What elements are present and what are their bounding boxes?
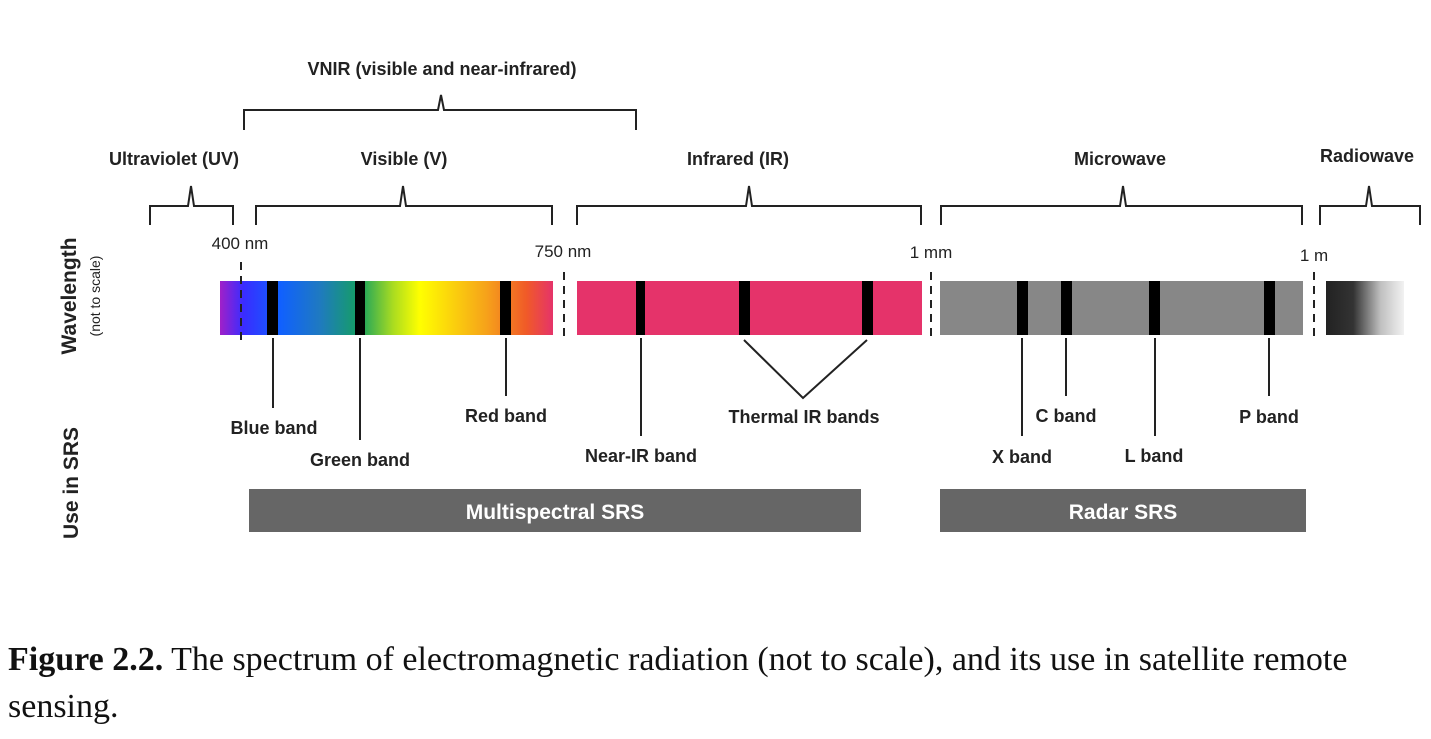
thermal-ir-bands-label: Thermal IR bands [728, 407, 879, 427]
radiowave-brace [1319, 185, 1421, 225]
green-band-marker [355, 281, 365, 335]
thermal-ir-band-marker-1 [739, 281, 750, 335]
wavelength-axis-label: Wavelength [58, 237, 81, 354]
near-ir-band-marker [636, 281, 645, 335]
microwave-label: Microwave [1074, 149, 1166, 169]
microwave-brace [940, 185, 1303, 225]
thermal-ir-band-marker-2 [862, 281, 873, 335]
wavelength-1mm: 1 mm [910, 243, 953, 262]
visible-brace [255, 185, 553, 225]
figure-number: Figure 2.2. [8, 641, 164, 678]
infrared-brace [576, 185, 922, 225]
uv-label: Ultraviolet (UV) [109, 149, 239, 169]
l-band-marker [1149, 281, 1160, 335]
near-ir-band-label: Near-IR band [585, 446, 697, 466]
x-band-marker [1017, 281, 1028, 335]
green-band-label: Green band [310, 450, 410, 470]
blue-band-label: Blue band [230, 418, 317, 438]
radar-srs-bar [940, 489, 1306, 532]
radiowave-spectrum-bar [1326, 281, 1404, 335]
uv-brace [149, 185, 234, 225]
vnir-brace [243, 94, 637, 130]
caption-text: The spectrum of electromagnetic radiatio… [8, 641, 1348, 725]
use-in-srs-axis-label: Use in SRS [60, 427, 83, 539]
figure-caption: Figure 2.2. The spectrum of electromagne… [8, 636, 1408, 730]
p-band-marker [1264, 281, 1275, 335]
thermal-ir-pointer [743, 339, 868, 400]
vnir-label: VNIR (visible and near-infrared) [307, 59, 576, 79]
red-band-marker [500, 281, 511, 335]
wavelength-1m: 1 m [1300, 246, 1328, 265]
wavelength-750nm: 750 nm [535, 242, 592, 261]
multispectral-srs-bar [249, 489, 861, 532]
c-band-label: C band [1036, 406, 1097, 426]
x-band-label: X band [992, 447, 1052, 467]
p-band-label: P band [1239, 407, 1299, 427]
red-band-label: Red band [465, 406, 547, 426]
not-to-scale-label: (not to scale) [87, 256, 103, 337]
visible-label: Visible (V) [361, 149, 448, 169]
blue-band-marker [267, 281, 278, 335]
radar-srs-label: Radar SRS [1069, 501, 1178, 524]
l-band-label: L band [1125, 446, 1184, 466]
microwave-spectrum-bar [940, 281, 1303, 335]
infrared-label: Infrared (IR) [687, 149, 789, 169]
radiowave-label: Radiowave [1320, 146, 1414, 166]
em-spectrum-diagram: VNIR (visible and near-infrared) Ultravi… [58, 59, 1421, 539]
multispectral-srs-label: Multispectral SRS [466, 501, 645, 524]
wavelength-400nm: 400 nm [212, 234, 269, 253]
c-band-marker [1061, 281, 1072, 335]
